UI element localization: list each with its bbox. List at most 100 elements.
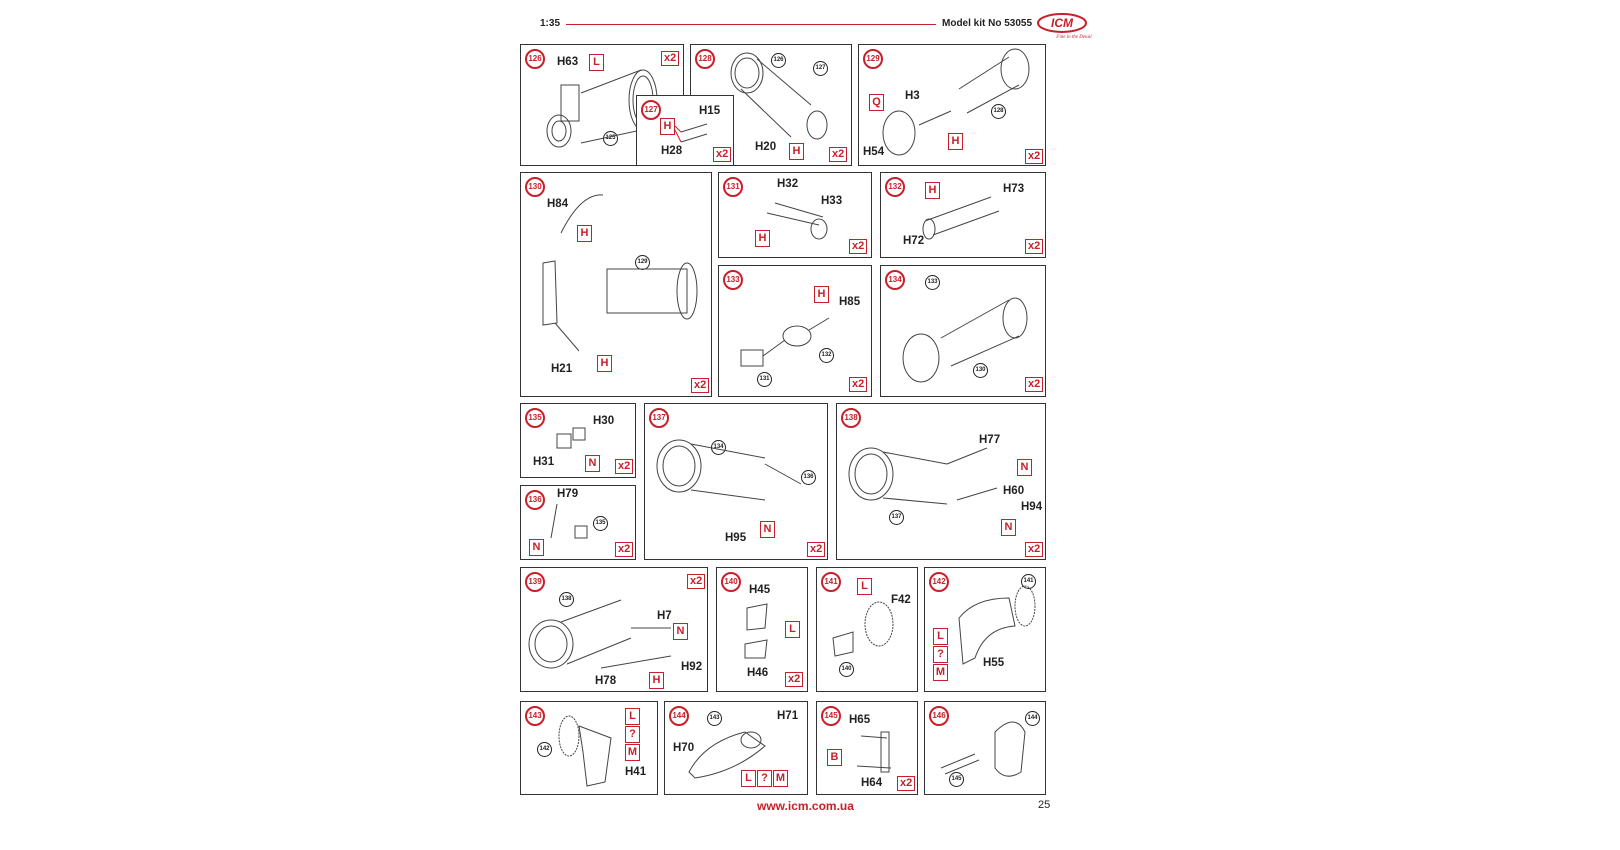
quantity-badge: x2 xyxy=(897,776,916,791)
step-138-panel: 138 H77 N H60 H94 137 N x2 xyxy=(836,403,1046,560)
quantity-badge: x2 xyxy=(691,378,710,393)
part-label: F42 xyxy=(891,594,911,606)
part-label: H60 xyxy=(1003,485,1025,497)
step-number: 139 xyxy=(525,572,545,592)
footer-url[interactable]: www.icm.com.ua xyxy=(757,799,854,813)
sprue-label: B xyxy=(827,749,842,766)
step-141-panel: 141 L F42 140 xyxy=(816,567,918,692)
step-144-panel: 144 143 H71 H70 L ? M xyxy=(664,701,808,795)
step-140-panel: 140 H45 L H46 x2 xyxy=(716,567,808,692)
part-label: H72 xyxy=(903,235,925,247)
part-label: H41 xyxy=(625,766,647,778)
sprue-label: H xyxy=(789,143,804,160)
quantity-badge: x2 xyxy=(615,459,634,474)
part-label: H84 xyxy=(547,198,569,210)
step-number: 141 xyxy=(821,572,841,592)
header-rule xyxy=(566,24,936,25)
step-ref: 137 xyxy=(889,510,904,525)
step-ref: 138 xyxy=(559,592,574,607)
scale-label: 1:35 xyxy=(540,18,561,29)
page-number: 25 xyxy=(1038,799,1051,811)
part-label: H73 xyxy=(1003,183,1025,195)
step-ref: 135 xyxy=(593,516,608,531)
quantity-badge: x2 xyxy=(849,377,868,392)
step-ref: 133 xyxy=(925,275,940,290)
step-ref: 129 xyxy=(635,255,650,270)
step-number: 127 xyxy=(641,100,661,120)
step-number: 136 xyxy=(525,490,545,510)
part-label: H15 xyxy=(699,105,721,117)
step-ref: 132 xyxy=(819,348,834,363)
sprue-label: M xyxy=(933,664,948,681)
sprue-label: H xyxy=(649,672,664,689)
step-132-panel: 132 H H73 H72 x2 xyxy=(880,172,1046,258)
sprue-label: L xyxy=(589,54,604,71)
step-number: 131 xyxy=(723,177,743,197)
sprue-label: H xyxy=(577,225,592,242)
step-number: 144 xyxy=(669,706,689,726)
part-label: H65 xyxy=(849,714,871,726)
sprue-label: L xyxy=(741,770,756,787)
step-number: 132 xyxy=(885,177,905,197)
sprue-label: H xyxy=(814,286,829,303)
step-ref: 130 xyxy=(973,363,988,378)
kit-number: Model kit No 53055 xyxy=(942,18,1033,29)
step-146-panel: 146 144 145 xyxy=(924,701,1046,795)
sprue-label: N xyxy=(1017,459,1032,476)
quantity-badge: x2 xyxy=(1025,542,1044,557)
quantity-badge: x2 xyxy=(807,542,826,557)
exhaust-assembly-drawing xyxy=(848,447,998,505)
step-139-panel: 139 x2 138 H7 N H92 H78 H xyxy=(520,567,708,692)
step-135-panel: 135 H30 H31 N x2 xyxy=(520,403,636,478)
part-label: H20 xyxy=(755,141,777,153)
part-label: H54 xyxy=(863,146,885,158)
step-number: 134 xyxy=(885,270,905,290)
step-ref: 142 xyxy=(537,742,552,757)
step-ref: 128 xyxy=(991,104,1006,119)
sprue-label: ? xyxy=(757,770,772,787)
step-133-panel: 133 H H85 132 131 x2 xyxy=(718,265,872,397)
part-label: H7 xyxy=(657,610,672,622)
step-number: 126 xyxy=(525,49,545,69)
sprue-label: H xyxy=(597,355,612,372)
step-number: 129 xyxy=(863,49,883,69)
step-ref: 144 xyxy=(1025,711,1040,726)
sprue-label: N xyxy=(529,539,544,556)
step-number: 140 xyxy=(721,572,741,592)
step-142-panel: 142 141 L ? H55 M xyxy=(924,567,1046,692)
part-label: H3 xyxy=(905,90,920,102)
step-ref: 127 xyxy=(813,61,828,76)
part-label: H71 xyxy=(777,710,799,722)
quantity-badge: x2 xyxy=(687,574,706,589)
quantity-badge: x2 xyxy=(1025,149,1044,164)
part-label: H85 xyxy=(839,296,861,308)
part-label: H64 xyxy=(861,777,883,789)
step-145-panel: 145 H65 B H64 x2 xyxy=(816,701,918,795)
step-ref: 134 xyxy=(711,440,726,455)
step-130-panel: 130 H84 H 129 H H21 x2 xyxy=(520,172,712,397)
step-ref: 141 xyxy=(1021,574,1036,589)
step-ref: 140 xyxy=(839,662,854,677)
step-number: 137 xyxy=(649,408,669,428)
sprue-label: ? xyxy=(625,726,640,743)
part-label: H63 xyxy=(557,56,579,68)
quantity-badge: x2 xyxy=(829,147,848,162)
step-number: 143 xyxy=(525,706,545,726)
quantity-badge: x2 xyxy=(615,542,634,557)
sprue-label: N xyxy=(760,521,775,538)
step-number: 135 xyxy=(525,408,545,428)
quantity-badge: x2 xyxy=(713,147,732,162)
part-label: H33 xyxy=(821,195,843,207)
sprue-label: L xyxy=(857,578,872,595)
step-number: 133 xyxy=(723,270,743,290)
sprue-label: N xyxy=(673,623,688,640)
sprue-label: M xyxy=(625,744,640,761)
step-number: 145 xyxy=(821,706,841,726)
part-label: H46 xyxy=(747,667,769,679)
step-129-panel: 129 Q H3 128 H H54 x2 xyxy=(858,44,1046,166)
sprue-label: N xyxy=(585,455,600,472)
sprue-label: H xyxy=(948,133,963,150)
step-number: 142 xyxy=(929,572,949,592)
step-ref: 126 xyxy=(771,53,786,68)
step-127-panel: 127 H15 H H28 x2 xyxy=(636,95,734,166)
